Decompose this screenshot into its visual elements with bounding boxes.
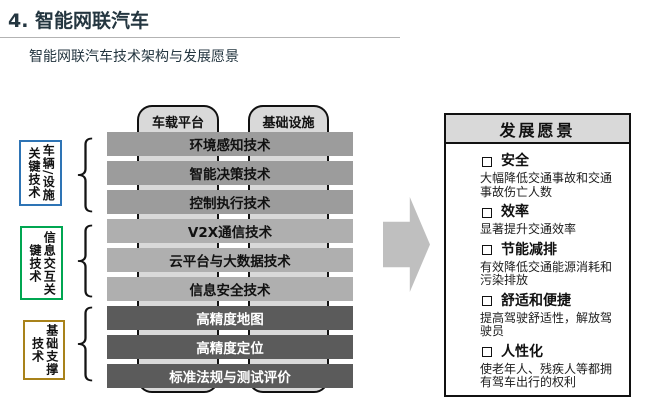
vision-item-title-text: 安全 bbox=[501, 153, 529, 169]
vision-panel-header: 发展愿景 bbox=[444, 113, 631, 144]
right-arrow-icon bbox=[383, 197, 430, 292]
tab-vehicle-platform-label: 车载平台 bbox=[151, 116, 204, 131]
checkbox-bullet-icon bbox=[482, 296, 492, 306]
group-label-text: 键技术 bbox=[28, 243, 42, 283]
brace-icon bbox=[76, 306, 95, 382]
group-label-text: 车辆/设施 bbox=[41, 144, 56, 202]
checkbox-bullet-icon bbox=[482, 207, 492, 218]
page-subtitle: 智能网联汽车技术架构与发展愿景 bbox=[29, 49, 239, 65]
group-label-text: 关键技术 bbox=[27, 147, 41, 199]
page-title: 4. 智能网联汽车 bbox=[8, 10, 150, 32]
group-label-base-support-tech: 基础支撑 技术 bbox=[23, 320, 65, 380]
vision-panel-body: 安全 大幅降低交通事故和交通事故伤亡人数 效率 显著提升交通效率 节能减排 有效… bbox=[444, 144, 631, 397]
vision-item-title: 效率 bbox=[482, 204, 623, 221]
vision-item-desc: 显著提升交通效率 bbox=[480, 222, 577, 236]
vision-item-title-text: 节能减排 bbox=[501, 241, 557, 258]
tech-bar: 智能决策技术 bbox=[107, 161, 353, 185]
tech-bar: 信息安全技术 bbox=[107, 277, 353, 301]
tech-bar: 标准法规与测试评价 bbox=[107, 364, 353, 388]
vision-item-title: 人性化 bbox=[482, 344, 623, 361]
vision-item-title: 舒适和便捷 bbox=[482, 293, 623, 310]
tech-bar: 控制执行技术 bbox=[107, 190, 353, 214]
tab-infrastructure-label: 基础设施 bbox=[262, 116, 315, 131]
vision-item-title-text: 舒适和便捷 bbox=[501, 292, 571, 309]
vision-item-desc: 使老年人、残疾人等都拥有驾车出行的权利 bbox=[480, 361, 613, 389]
vision-item-desc: 大幅降低交通事故和交通事故伤亡人数 bbox=[480, 171, 613, 199]
vision-item-desc: 提高驾驶舒适性，解放驾驶员 bbox=[480, 310, 613, 338]
brace-icon bbox=[76, 137, 95, 213]
group-label-text: 信息交互关 bbox=[42, 230, 57, 296]
checkbox-bullet-icon bbox=[482, 245, 492, 255]
group-label-text: 技术 bbox=[30, 337, 45, 363]
tech-bar: 环境感知技术 bbox=[107, 132, 353, 156]
brace-icon bbox=[76, 224, 95, 298]
tech-bar: V2X通信技术 bbox=[107, 219, 353, 243]
group-label-info-interaction-tech: 信息交互关 键技术 bbox=[20, 226, 63, 300]
vision-item-desc: 有效降低交通能源消耗和污染排放 bbox=[480, 259, 613, 287]
checkbox-bullet-icon bbox=[482, 347, 492, 357]
group-label-text: 基础支撑 bbox=[44, 324, 59, 376]
group-label-vehicle-key-tech: 车辆/设施 关键技术 bbox=[19, 140, 62, 206]
vision-item-title: 安全 bbox=[482, 153, 623, 170]
vision-item-title: 节能减排 bbox=[482, 242, 623, 259]
checkbox-bullet-icon bbox=[482, 156, 492, 167]
vision-item-title-text: 人性化 bbox=[501, 343, 543, 360]
vision-panel: 发展愿景 安全 大幅降低交通事故和交通事故伤亡人数 效率 显著提升交通效率 节能… bbox=[444, 113, 631, 397]
tech-bar: 高精度定位 bbox=[107, 335, 353, 359]
tech-bar: 云平台与大数据技术 bbox=[107, 248, 353, 272]
vision-item-title-text: 效率 bbox=[501, 204, 529, 220]
tech-bar: 高精度地图 bbox=[107, 306, 353, 330]
title-divider bbox=[0, 37, 400, 38]
